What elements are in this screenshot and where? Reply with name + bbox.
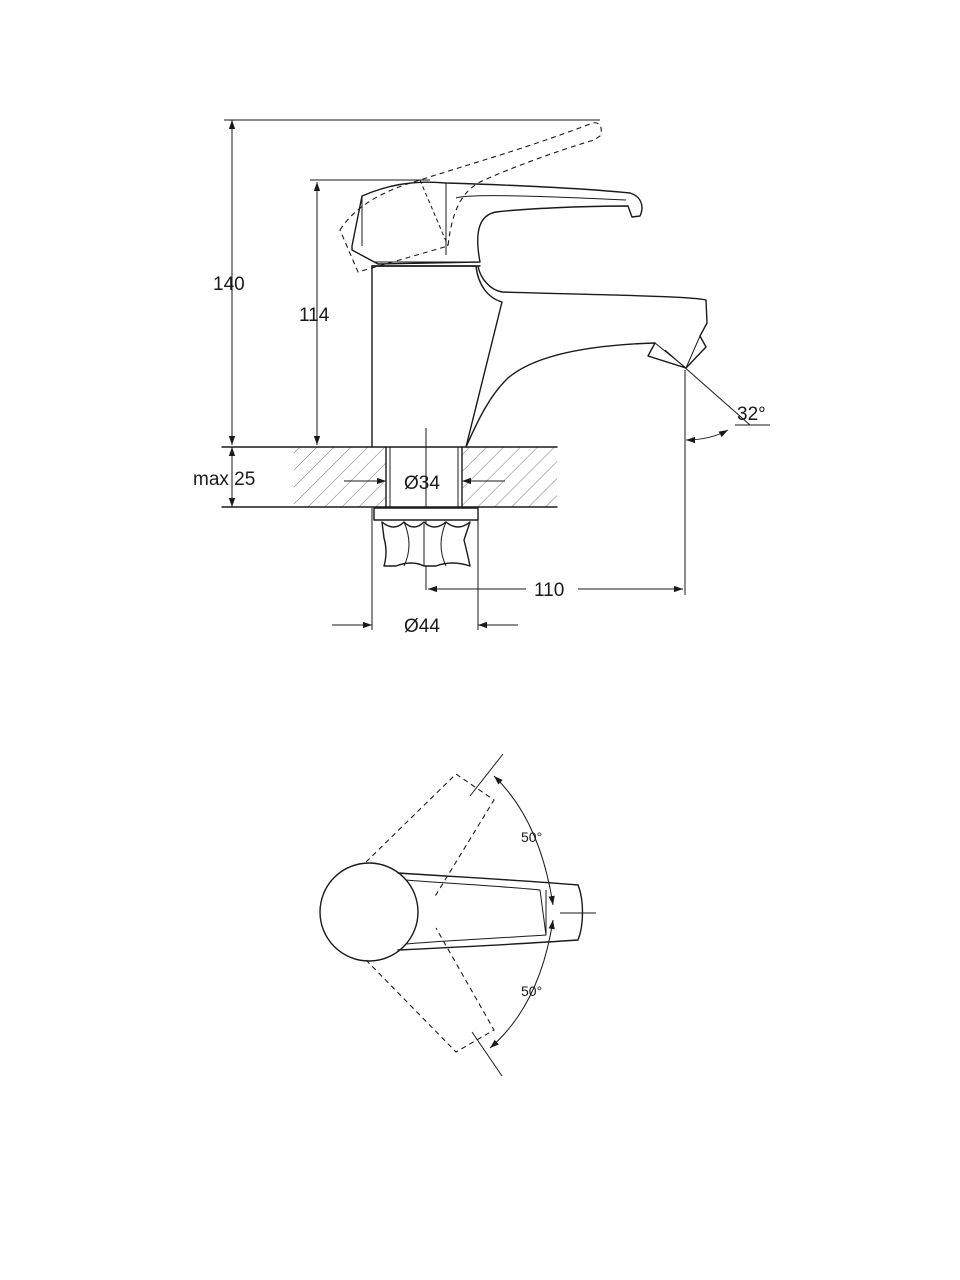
angle-arc-lower	[489, 919, 555, 1049]
angle-guide-upper	[469, 753, 504, 797]
dimension-114: 114	[299, 179, 430, 445]
side-view: 140 114 max 25 Ø34 Ø44	[193, 119, 770, 637]
tap-body-circle	[319, 862, 419, 962]
dimension-diameter-34: Ø34	[344, 473, 505, 494]
dimension-diameter-44: Ø44	[332, 508, 518, 637]
dim-projection-label: 110	[534, 580, 564, 601]
angle-arc-upper	[493, 775, 555, 906]
dimension-max-25: max 25	[193, 447, 255, 507]
spout	[465, 265, 708, 448]
angle-upper-label: 50°	[521, 829, 542, 845]
dim-total-height-label: 140	[213, 274, 245, 295]
dimension-110: 110	[428, 370, 686, 601]
tap-body	[371, 265, 503, 448]
top-view: 50° 50°	[319, 753, 596, 1077]
lever-handle	[351, 181, 643, 265]
dim-base-diameter-label: Ø44	[404, 616, 440, 637]
angle-guide-lower	[471, 1031, 503, 1077]
countertop-section	[221, 446, 558, 508]
mounting-nut	[373, 507, 479, 567]
angle-lower-label: 50°	[521, 983, 542, 999]
lever-handle-raised	[339, 122, 602, 273]
handle-rotated-right-outline	[365, 927, 495, 1053]
dimension-140: 140	[213, 119, 600, 445]
dim-hole-diameter-label: Ø34	[404, 473, 440, 494]
dim-spout-height-label: 114	[299, 305, 330, 326]
dimension-angle-32: 32°	[664, 349, 770, 444]
dim-spout-angle-label: 32°	[737, 404, 766, 425]
dim-max-thickness-label: max 25	[193, 469, 255, 490]
handle-rotated-left-outline	[365, 773, 495, 899]
